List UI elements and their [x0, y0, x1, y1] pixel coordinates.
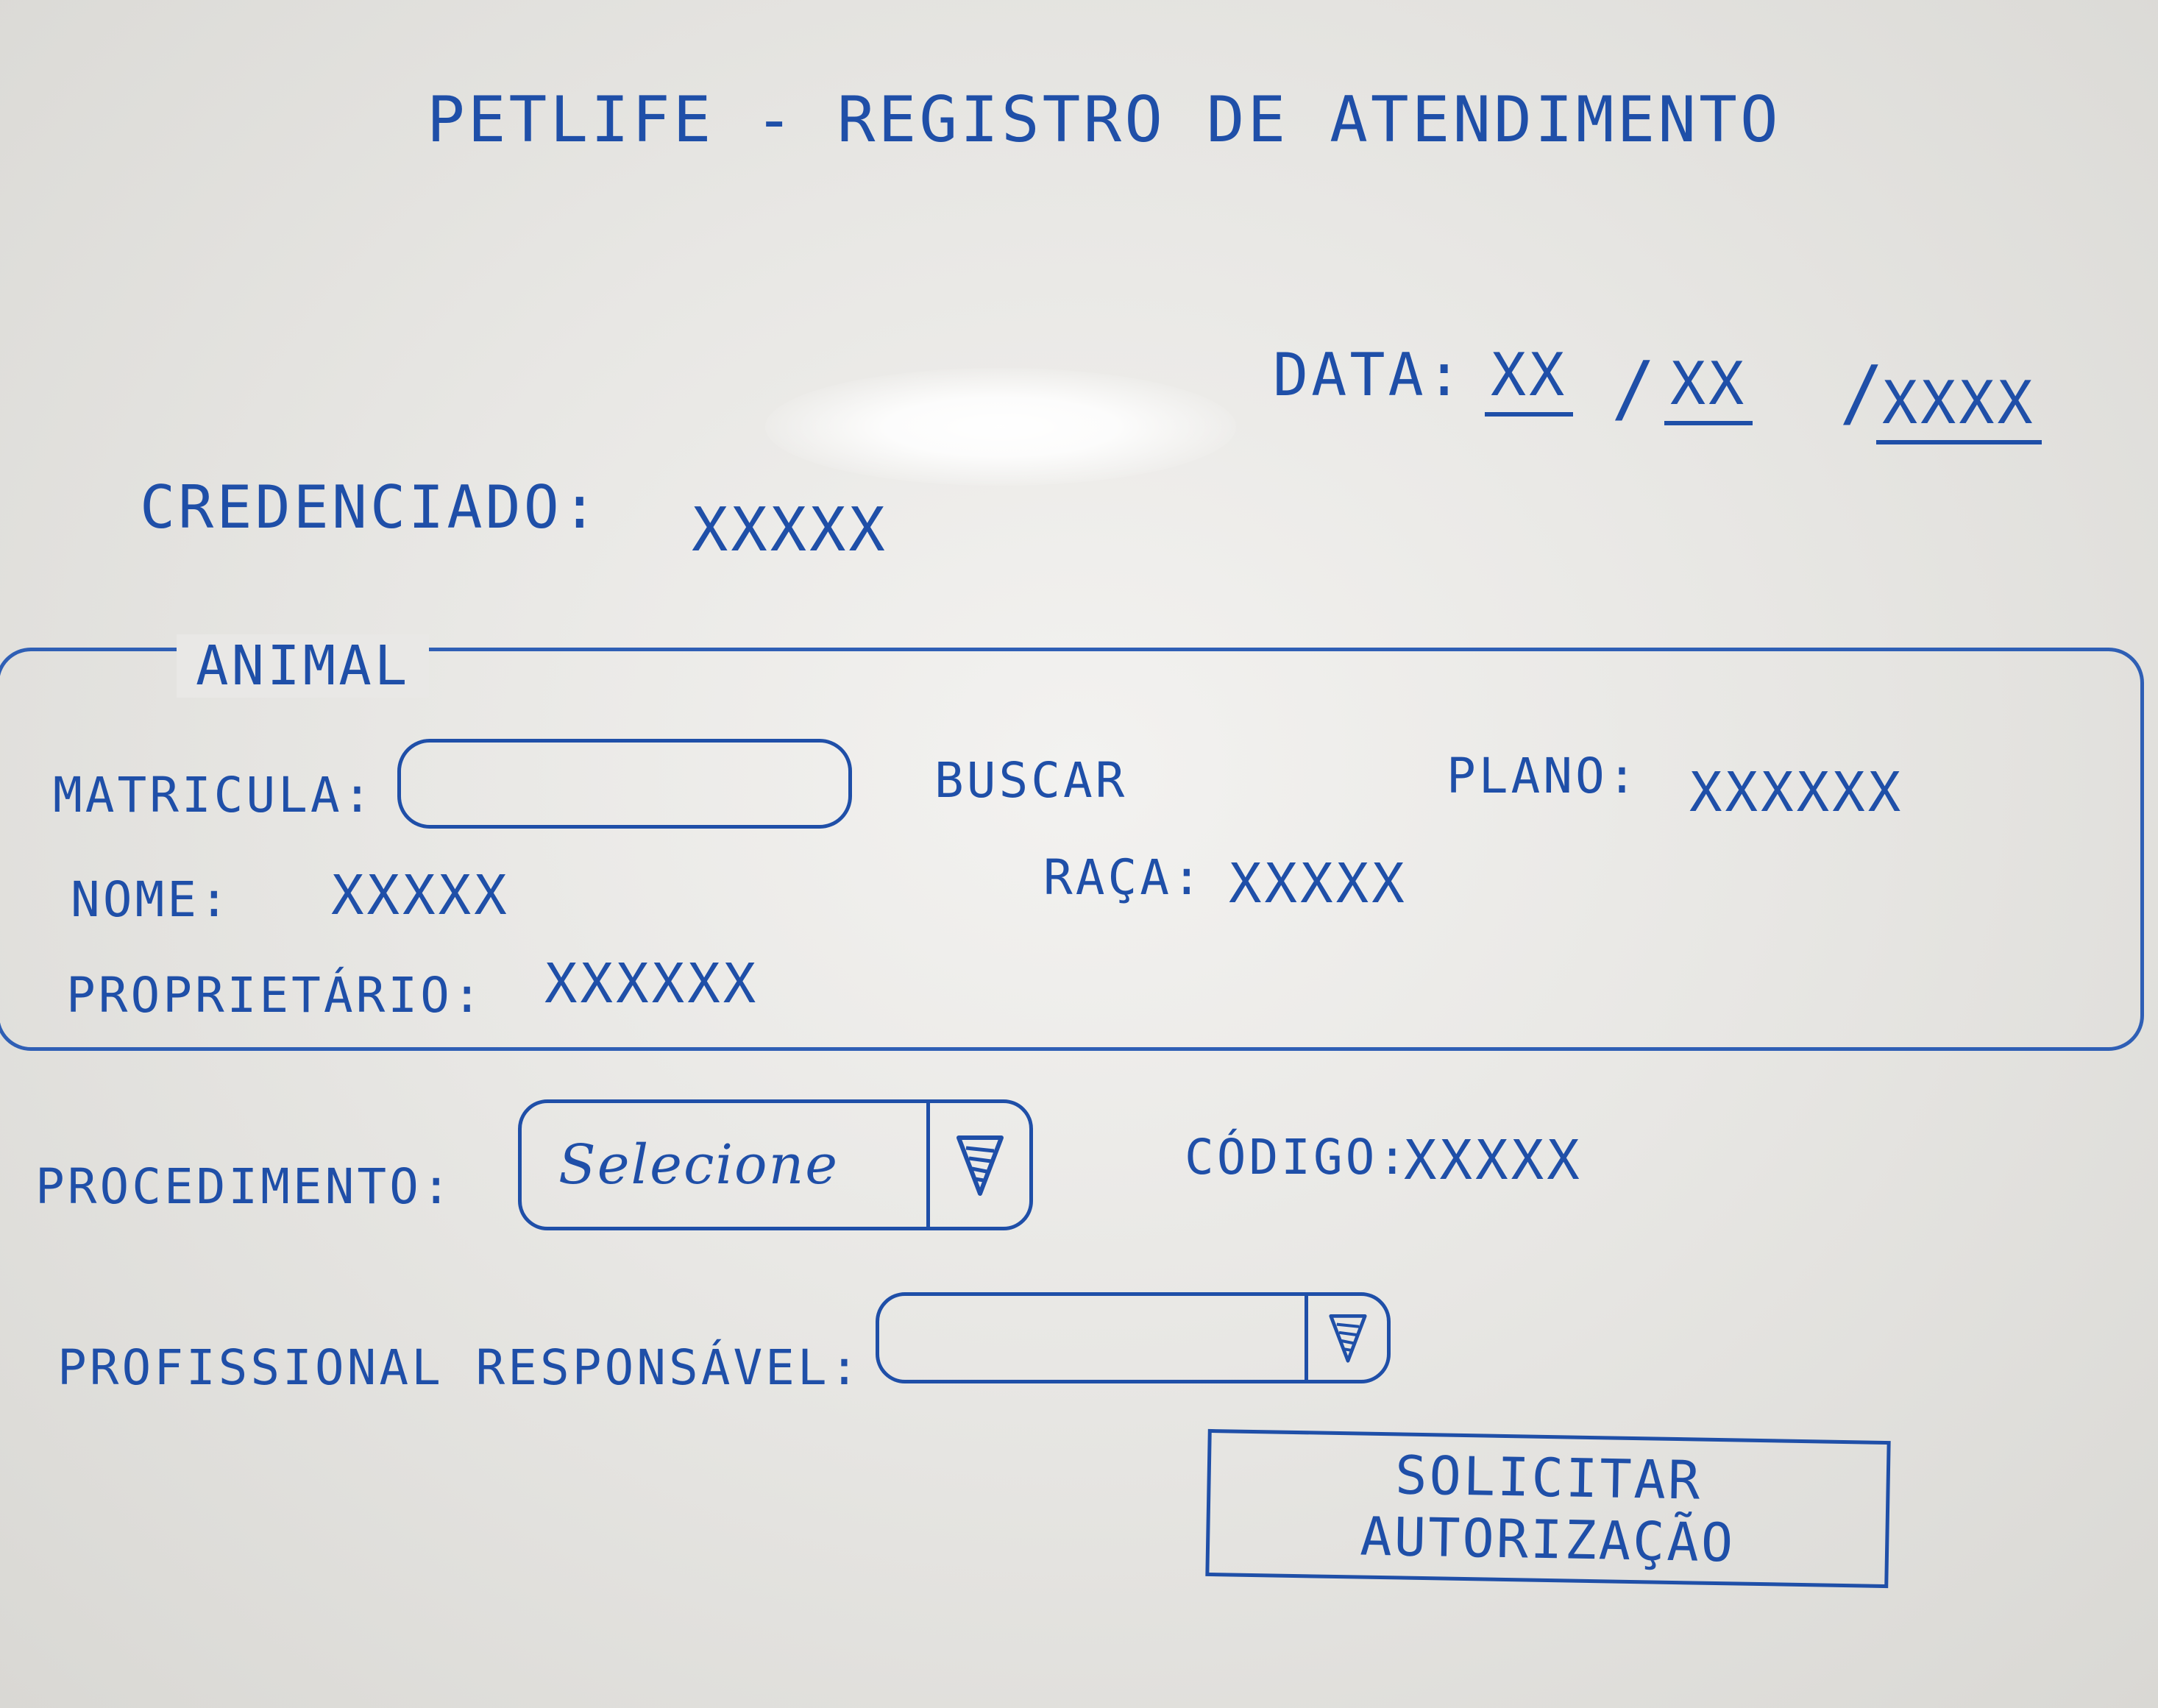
proprietario-value: XXXXXX: [544, 952, 759, 1016]
buscar-button[interactable]: BUSCAR: [934, 752, 1128, 809]
board-glare: [765, 368, 1236, 486]
nome-value: XXXXX: [331, 864, 510, 927]
profissional-select[interactable]: [876, 1292, 1391, 1383]
procedimento-label: PROCEDIMENTO:: [35, 1158, 454, 1215]
matricula-input[interactable]: [397, 739, 852, 829]
page-title: PETLIFE - REGISTRO DE ATENDIMENTO: [427, 83, 1781, 157]
raca-value: XXXXX: [1229, 852, 1408, 915]
credenciado-label: CREDENCIADO:: [140, 473, 600, 542]
date-year: XXXX: [1876, 374, 2042, 444]
codigo-value: XXXXX: [1404, 1129, 1583, 1192]
matricula-label: MATRICULA:: [53, 767, 375, 823]
solicitar-autorizacao-button[interactable]: SOLICITAR AUTORIZAÇÃO: [1205, 1428, 1891, 1589]
codigo-label: CÓDIGO:: [1185, 1129, 1410, 1186]
animal-section-title: ANIMAL: [177, 634, 430, 698]
date-month: XX: [1664, 355, 1753, 425]
nome-label: NOME:: [71, 871, 232, 928]
profissional-label: PROFISSIONAL RESPONSÁVEL:: [57, 1339, 862, 1396]
procedimento-selected-value: Selecione: [558, 1133, 840, 1197]
plano-label: PLANO:: [1447, 748, 1640, 804]
date-label: DATA:: [1273, 341, 1465, 409]
proprietario-label: PROPRIETÁRIO:: [66, 967, 485, 1024]
dropdown-arrow-icon[interactable]: [1305, 1296, 1387, 1380]
plano-value: XXXXXX: [1689, 761, 1904, 824]
credenciado-value: XXXXX: [692, 495, 888, 565]
animal-section: [0, 648, 2144, 1051]
dropdown-arrow-icon[interactable]: [926, 1103, 1029, 1227]
procedimento-select[interactable]: Selecione: [518, 1099, 1033, 1230]
date-separator-2: /: [1839, 350, 1884, 436]
raca-label: RAÇA:: [1043, 849, 1204, 906]
date-day: XX: [1485, 346, 1574, 417]
date-separator-1: /: [1611, 345, 1656, 431]
